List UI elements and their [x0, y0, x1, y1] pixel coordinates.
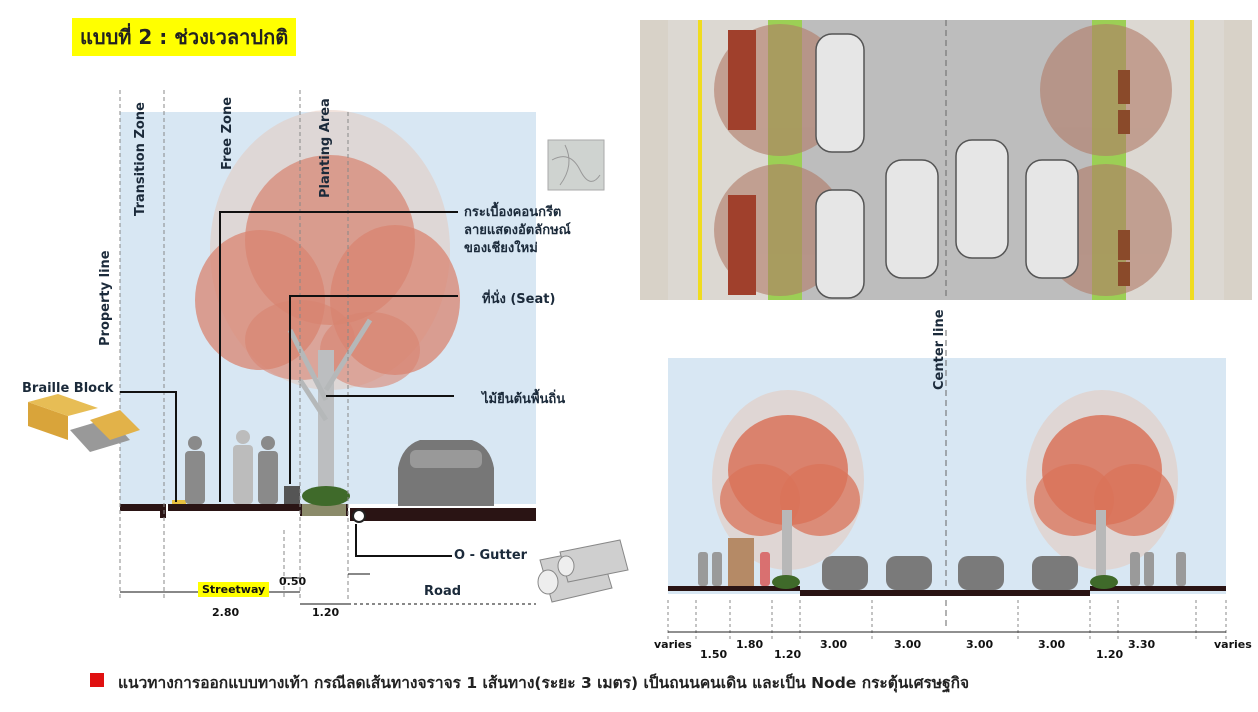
- footer-text: แนวทางการออกแบบทางเท้า กรณีลดเส้นทางจราจ…: [118, 674, 970, 692]
- vendor-cart: [728, 538, 754, 586]
- left-tree-graphic: [712, 390, 864, 584]
- right-section-graphic: [667, 330, 1227, 640]
- free-zone-label: Free Zone: [220, 96, 235, 170]
- seat-width: 0.50: [279, 575, 307, 588]
- center-line-label: Center line: [932, 309, 947, 390]
- braille-block-callout: Braille Block: [22, 381, 114, 396]
- dim-1-80: 1.80: [736, 638, 764, 651]
- dim-lane-1: 3.00: [820, 638, 848, 651]
- pedestrian-figures: [185, 430, 278, 504]
- planting-width: 1.20: [312, 606, 340, 619]
- car-graphic: [398, 440, 494, 506]
- left-section-diagram: Property line Transition Zone Free Zone …: [0, 0, 640, 660]
- people-section: [698, 552, 1186, 586]
- tile-sample: [547, 139, 605, 191]
- gutter-callout: O - Gutter: [454, 548, 528, 563]
- gutter-pipe-icon: [537, 539, 629, 603]
- road-label: Road: [424, 584, 462, 599]
- native-tree-graphic: [195, 110, 460, 490]
- plan-view-graphic: [640, 20, 1252, 300]
- dim-1-50: 1.50: [700, 648, 728, 661]
- streetway-width: 2.80: [212, 606, 240, 619]
- dim-1-20-right: 1.20: [1096, 648, 1124, 661]
- seat-callout: ที่นั่ง (Seat): [482, 292, 556, 307]
- property-line-label: Property line: [98, 250, 113, 346]
- transition-zone-label: Transition Zone: [133, 102, 148, 216]
- concrete-tile-callout: กระเบื้องคอนกรีต ลายแสดงอัตลักษณ์ ของเชี…: [464, 205, 571, 256]
- dim-lane-3: 3.00: [966, 638, 994, 651]
- dim-3-30: 3.30: [1128, 638, 1156, 651]
- footer-bullet: [90, 673, 104, 687]
- dim-varies-right: varies: [1214, 638, 1252, 651]
- streetway-label: Streetway: [198, 582, 270, 597]
- dim-1-20-left: 1.20: [774, 648, 802, 661]
- right-tree-graphic: [1026, 390, 1178, 584]
- native-tree-callout: ไม้ยืนต้นพื้นถิ่น: [482, 392, 566, 407]
- dim-varies-left: varies: [654, 638, 692, 651]
- planting-area-label: Planting Area: [318, 98, 333, 198]
- dim-lane-2: 3.00: [894, 638, 922, 651]
- left-section-graphic: [28, 90, 629, 605]
- cars-section: [822, 556, 1078, 590]
- plan-view: [640, 20, 1252, 300]
- braille-block-icon: [28, 394, 140, 452]
- dim-lane-4: 3.00: [1038, 638, 1066, 651]
- page-title: แบบที่ 2 : ช่วงเวลาปกติ: [72, 18, 297, 56]
- right-section-diagram: Center line varies 1.50 1.80 1.20 3.00 3…: [640, 309, 1258, 670]
